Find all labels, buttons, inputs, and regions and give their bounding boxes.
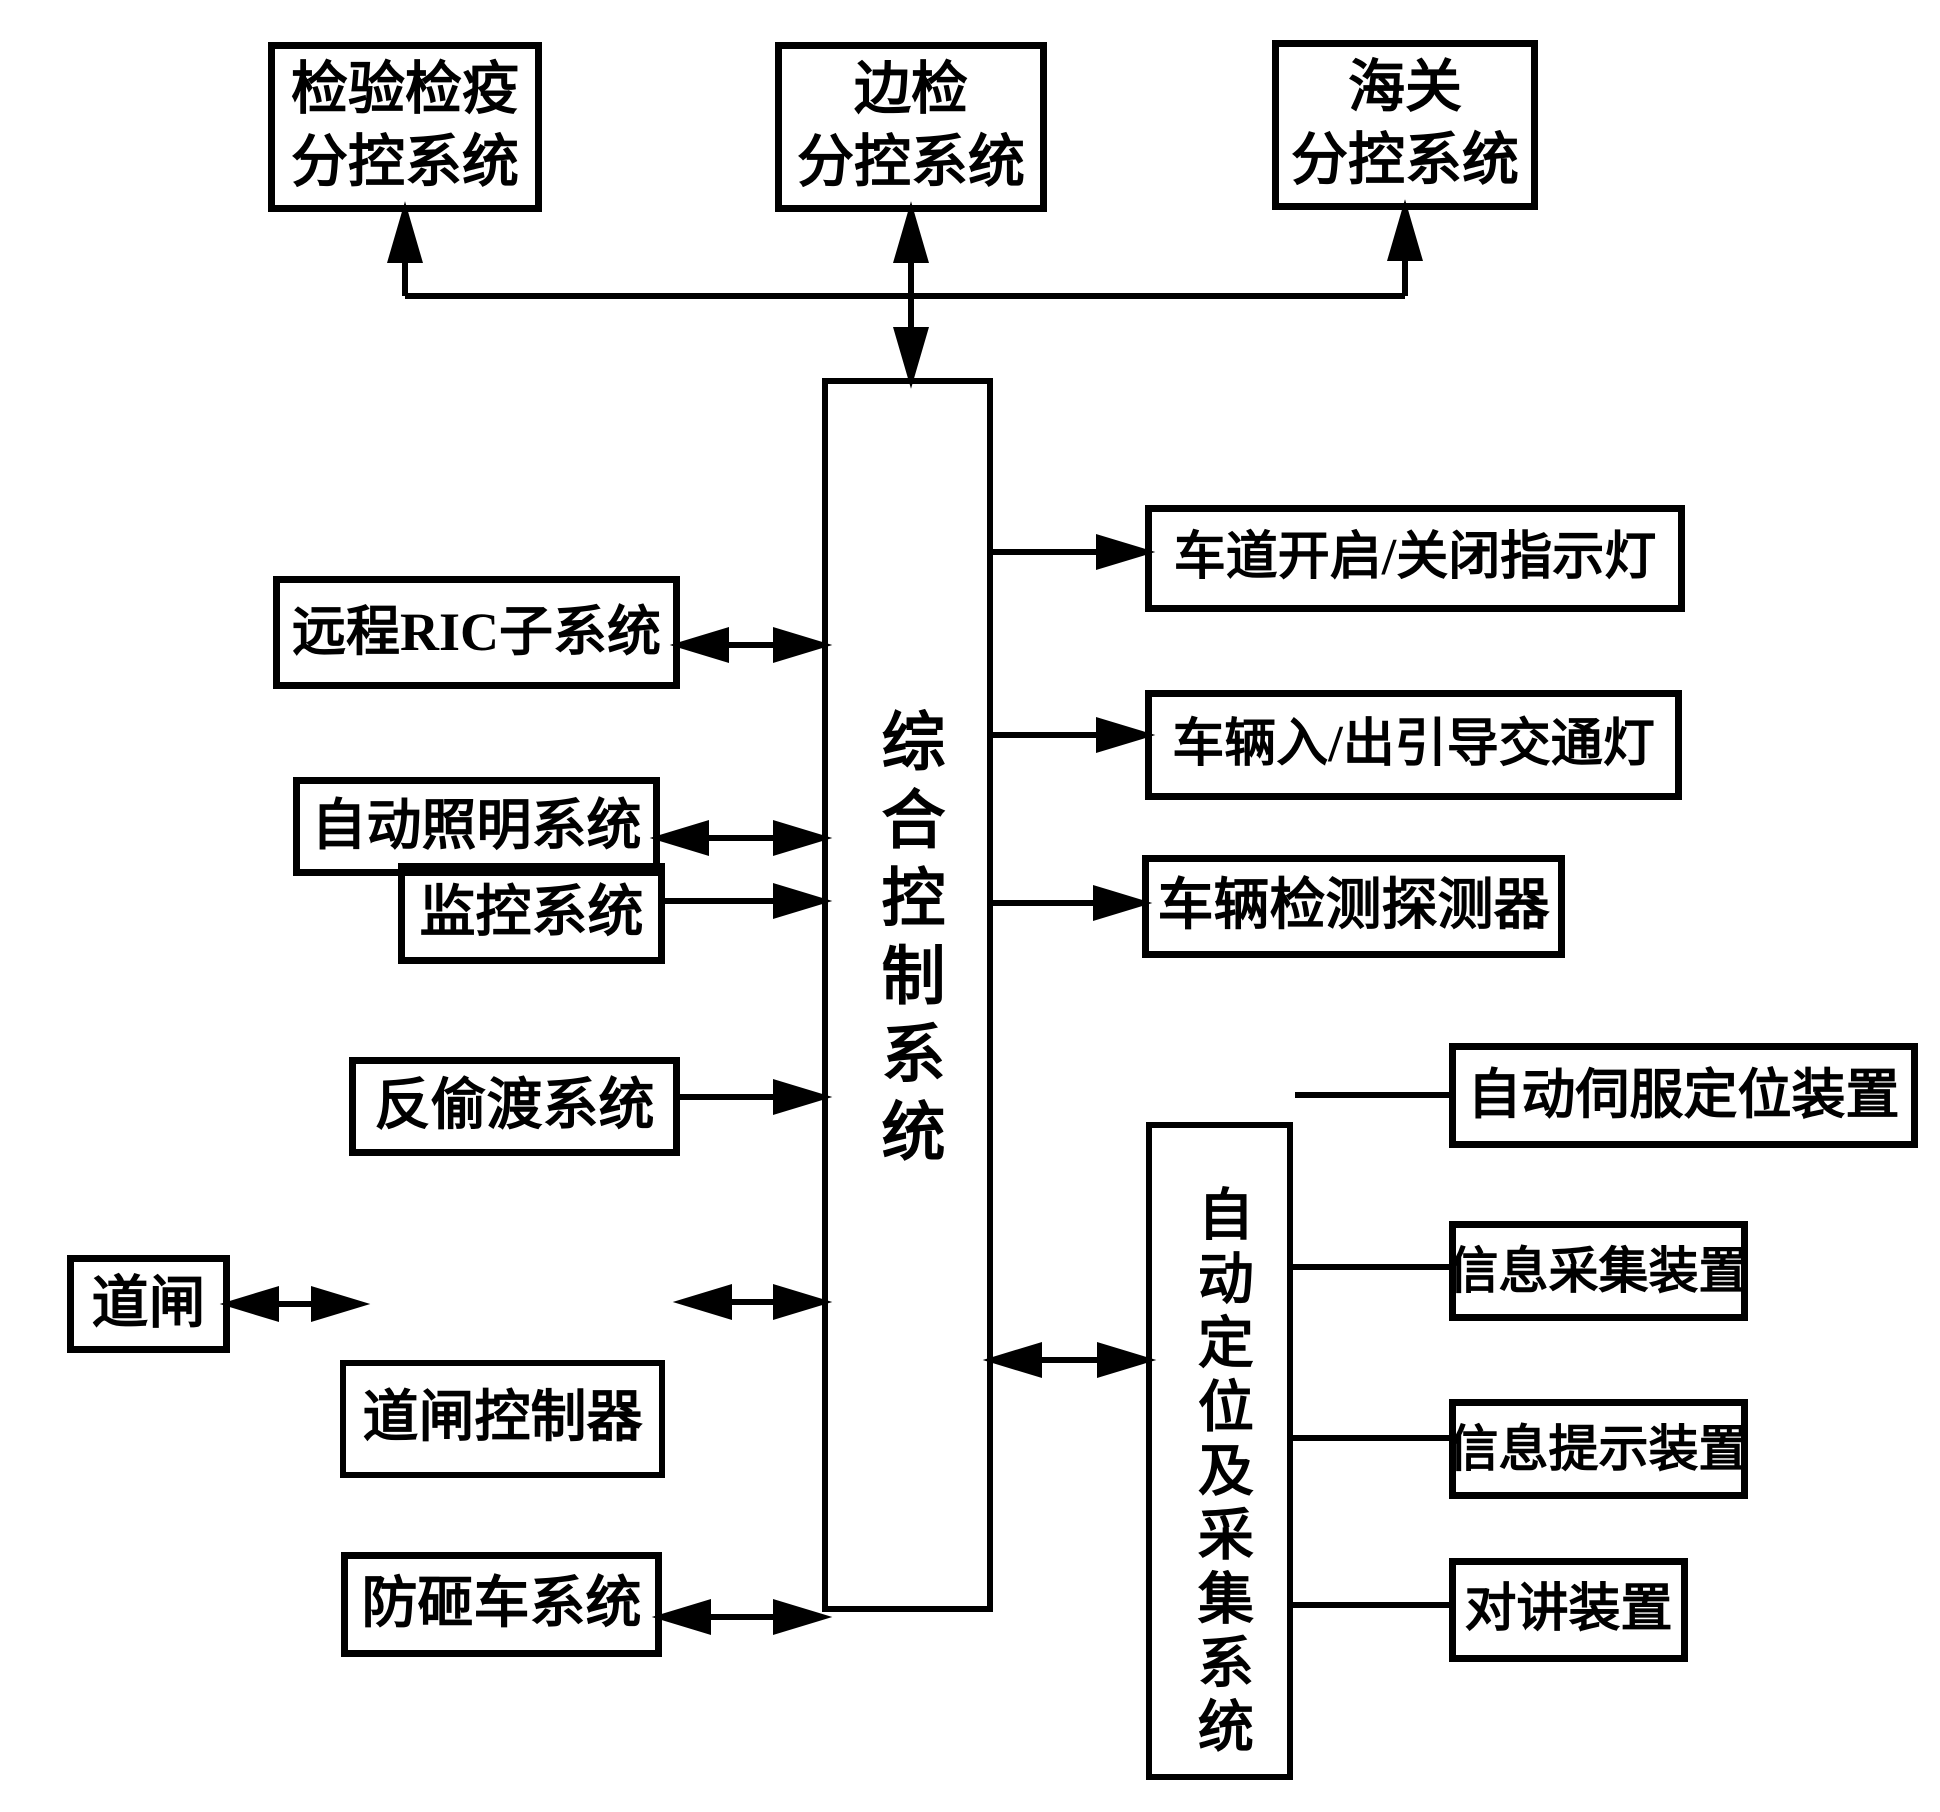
auto-positioning-collection-system-label: 自动定位及采集系统 — [1189, 1185, 1252, 1761]
barrier-gate-right-arrowhead — [311, 1285, 371, 1323]
anti-smash-system-label: 防砸车系统 — [361, 1572, 642, 1635]
auto-positioning-left-arrowhead — [982, 1341, 1042, 1379]
vehicle-detector-label: 车辆检测探测器 — [1157, 874, 1550, 937]
remote-ric-subsystem-box: 远程RIC子系统 — [273, 576, 680, 689]
quarantine-subcontrol-box: 检验检疫 分控系统 — [268, 42, 542, 212]
monitoring-arrow — [665, 882, 833, 920]
barrier-gate-label: 道闸 — [91, 1271, 206, 1335]
monitoring-right-arrowhead — [773, 882, 833, 920]
barrier-row-right-arrowhead — [773, 1283, 833, 1321]
lane-open-close-indicator-box: 车道开启/关闭指示灯 — [1145, 505, 1685, 612]
anti-stowaway-system-box: 反偷渡系统 — [349, 1057, 680, 1156]
info-collection-device-label: 信息采集装置 — [1448, 1243, 1749, 1299]
remote-ric-arrow — [669, 626, 833, 664]
remote-ric-right-arrowhead — [773, 626, 833, 664]
auto-servo-positioning-device-label: 自动伺服定位装置 — [1467, 1064, 1900, 1125]
vehicle-detector-right-arrowhead — [1093, 884, 1153, 922]
guide-light-arrow — [993, 716, 1156, 754]
anti-smash-system-box: 防砸车系统 — [341, 1552, 662, 1657]
vehicle-detector-box: 车辆检测探测器 — [1142, 855, 1565, 958]
barrier-gate-controller-label: 道闸控制器 — [362, 1387, 643, 1450]
anti-stowaway-right-arrowhead — [773, 1078, 833, 1116]
anti-stowaway-arrow — [680, 1078, 833, 1116]
intercom-device-label: 对讲装置 — [1464, 1580, 1673, 1638]
auto-lighting-system-box: 自动照明系统 — [293, 777, 660, 876]
anti-stowaway-system-label: 反偷渡系统 — [374, 1074, 655, 1137]
integrated-control-system-label: 综合控制系统 — [872, 708, 944, 1176]
lane-indicator-arrow — [993, 533, 1156, 571]
info-prompt-device-box: 信息提示装置 — [1448, 1399, 1749, 1499]
barrier-row-central-arrow — [672, 1283, 833, 1321]
monitoring-system-box: 监控系统 — [398, 863, 665, 964]
customs-up-arrowhead — [1387, 199, 1423, 261]
auto-servo-positioning-device-box: 自动伺服定位装置 — [1449, 1043, 1918, 1148]
auto-positioning-right-arrowhead — [1097, 1341, 1157, 1379]
remote-ric-subsystem-label: 远程RIC子系统 — [291, 601, 661, 662]
border-inspect-up-arrowhead — [893, 201, 929, 263]
border-inspection-label-line2: 分控系统 — [797, 131, 1025, 194]
vehicle-guide-traffic-light-label: 车辆入/出引导交通灯 — [1172, 715, 1655, 773]
lane-indicator-right-arrowhead — [1096, 533, 1156, 571]
customs-subcontrol-box: 海关 分控系统 — [1272, 40, 1538, 210]
barrier-row-left-arrowhead — [672, 1283, 732, 1321]
monitoring-system-label: 监控系统 — [419, 881, 644, 944]
anti-smash-left-arrowhead — [651, 1598, 711, 1636]
auto-positioning-collection-system-box: 自动定位及采集系统 — [1146, 1122, 1293, 1780]
quarantine-up-arrowhead — [387, 201, 423, 263]
remote-ric-left-arrowhead — [669, 626, 729, 664]
integrated-control-system-box: 综合控制系统 — [822, 378, 993, 1612]
top-bus-connector — [387, 199, 1423, 389]
border-inspection-subcontrol-box: 边检 分控系统 — [775, 42, 1047, 212]
auto-lighting-right-arrowhead — [773, 819, 833, 857]
border-inspection-label-line1: 边检 — [854, 58, 968, 122]
barrier-gate-left-arrowhead — [219, 1285, 279, 1323]
barrier-gate-controller-box: 道闸控制器 — [340, 1360, 665, 1478]
auto-lighting-left-arrowhead — [649, 819, 709, 857]
quarantine-label-line2: 分控系统 — [291, 131, 519, 194]
vehicle-detector-arrow — [993, 884, 1153, 922]
quarantine-label-line1: 检验检疫 — [291, 58, 519, 122]
info-prompt-device-label: 信息提示装置 — [1448, 1421, 1749, 1477]
auto-positioning-arrow — [982, 1341, 1157, 1379]
vehicle-guide-traffic-light-box: 车辆入/出引导交通灯 — [1145, 690, 1682, 800]
guide-light-right-arrowhead — [1096, 716, 1156, 754]
barrier-gate-box: 道闸 — [67, 1255, 230, 1353]
barrier-gate-arrow — [219, 1285, 371, 1323]
auto-lighting-arrow — [649, 819, 833, 857]
lane-open-close-indicator-label: 车道开启/关闭指示灯 — [1173, 529, 1657, 587]
anti-smash-right-arrowhead — [773, 1598, 833, 1636]
anti-smash-arrow — [651, 1598, 833, 1636]
intercom-device-box: 对讲装置 — [1449, 1558, 1688, 1662]
customs-label-line2: 分控系统 — [1291, 129, 1519, 192]
customs-label-line1: 海关 — [1348, 56, 1462, 120]
auto-lighting-system-label: 自动照明系统 — [311, 795, 642, 857]
central-down-arrowhead — [893, 327, 929, 389]
info-collection-device-box: 信息采集装置 — [1448, 1221, 1749, 1321]
